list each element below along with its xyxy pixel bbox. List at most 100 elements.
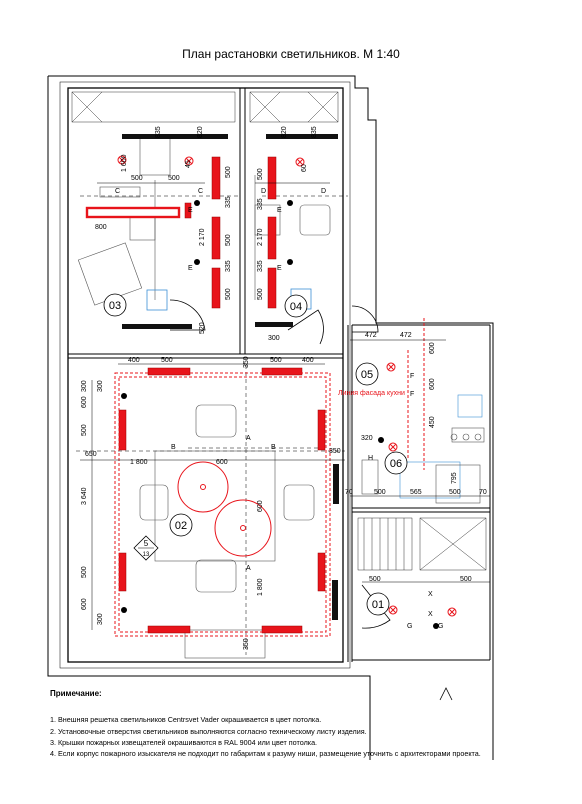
- plan-label: 500: [131, 175, 143, 182]
- plan-label: 500: [168, 175, 180, 182]
- kitchen-equipment: [361, 394, 485, 504]
- plan-label: 500: [225, 166, 232, 178]
- plan-label: E: [277, 265, 282, 272]
- plan-label: 600: [257, 500, 264, 512]
- plan-label: D: [321, 188, 326, 195]
- plan-label: 650: [85, 451, 97, 458]
- plan-label: X: [428, 591, 433, 598]
- plan-label: B: [171, 444, 176, 451]
- plan-label: 300: [81, 380, 88, 392]
- plan-label: 335: [225, 196, 232, 208]
- notes-header: Примечание:: [50, 689, 102, 698]
- plan-label: 400: [128, 357, 140, 364]
- outer-walls: [47, 75, 494, 760]
- plan-label: 13: [143, 552, 150, 558]
- plan-label: 500: [81, 566, 88, 578]
- spot-light-zones: [177, 461, 272, 557]
- wall-bars: [122, 134, 339, 620]
- note-2: 2. Установочные отверстия светильников в…: [50, 726, 367, 736]
- plan-label: 520: [199, 322, 206, 334]
- dimension-texts-vertical: 820 835 1 600 45 500 335 500 335 500 2 1…: [81, 126, 458, 650]
- plan-label: 70: [345, 489, 353, 496]
- plan-label: B: [271, 444, 276, 451]
- room-labels: 03 04 02 05 06 01: [103, 293, 408, 616]
- plan-label: 500: [225, 288, 232, 300]
- plan-label: 05: [361, 369, 373, 381]
- plan-label: E: [277, 207, 282, 214]
- note-1: 1. Внешняя решетка светильников Centrsve…: [50, 715, 322, 725]
- plan-label: 400: [302, 357, 314, 364]
- plan-label: 350: [243, 356, 250, 368]
- room-03-furniture: [77, 134, 331, 306]
- plan-label: 835: [311, 126, 318, 138]
- plan-label: 800: [95, 224, 107, 231]
- dimension-lines: [80, 182, 490, 630]
- plan-label: 500: [270, 357, 282, 364]
- plan-label: 820: [197, 126, 204, 138]
- plan-label: 300: [97, 613, 104, 625]
- section-marker: 5 13: [133, 535, 159, 561]
- plan-label: 600: [429, 378, 436, 390]
- plan-label: 500: [257, 288, 264, 300]
- plan-label: 300: [97, 380, 104, 392]
- plan-label: 5: [144, 539, 149, 548]
- plan-title: План растановки светильников. М 1:40: [182, 47, 400, 61]
- plan-label: G: [438, 623, 443, 630]
- note-3: 3. Крышки пожарных извещателей окрашиваю…: [50, 737, 318, 747]
- plan-label: 472: [400, 332, 412, 339]
- plan-label: 820: [281, 126, 288, 138]
- plan-label: 01: [372, 599, 384, 611]
- note-4: 4. Если корпус пожарного изыскателя не п…: [50, 748, 481, 758]
- plan-label: F: [410, 373, 414, 380]
- plan-label: 795: [451, 472, 458, 484]
- fire-detectors: [117, 155, 457, 617]
- plan-label: 70: [479, 489, 487, 496]
- axis-lines: [76, 195, 348, 655]
- plan-label: 500: [449, 489, 461, 496]
- room-06-label: 06: [384, 451, 408, 475]
- plan-label: A: [246, 435, 251, 442]
- plan-label: 1 800: [130, 459, 148, 466]
- plan-label: 600: [81, 598, 88, 610]
- plan-label: 500: [81, 424, 88, 436]
- plan-label: 500: [225, 234, 232, 246]
- plan-label: G: [407, 623, 412, 630]
- plan-label: H: [368, 455, 373, 462]
- facade-line-label: Линия фасада кухни: [338, 390, 405, 397]
- room-03-label: 03: [103, 293, 127, 317]
- plan-label: 2 170: [199, 228, 206, 246]
- plan-label: 1 600: [121, 154, 128, 172]
- plan-label: A: [246, 565, 251, 572]
- plan-label: 500: [460, 576, 472, 583]
- plan-label: 565: [410, 489, 422, 496]
- plan-label: 350: [243, 638, 250, 650]
- room-02-furniture: [139, 404, 315, 659]
- plan-label: 1 800: [257, 578, 264, 596]
- plan-label: 335: [257, 198, 264, 210]
- plan-label: 600: [81, 396, 88, 408]
- plan-label: 350: [329, 448, 341, 455]
- room-04-label: 04: [284, 294, 308, 318]
- ceiling-outline: [114, 318, 425, 637]
- notes-block: Примечание: 1. Внешняя решетка светильни…: [50, 688, 575, 759]
- plan-label: D: [261, 188, 266, 195]
- switch-points: [121, 200, 439, 629]
- dimension-texts: 500 500 800 400 500 500 400 650 1 800 60…: [85, 175, 487, 583]
- plan-label: 3 640: [81, 487, 88, 505]
- room-02-label: 02: [169, 513, 193, 537]
- hatch-zones: [71, 91, 487, 571]
- plan-label: 06: [390, 458, 402, 470]
- plan-label: E: [188, 265, 193, 272]
- plan-label: 600: [216, 459, 228, 466]
- plan-label: C: [198, 188, 203, 195]
- stair-mark: [439, 687, 453, 701]
- plan-label: 450: [429, 416, 436, 428]
- plan-label: 03: [109, 300, 121, 312]
- linear-lights: [85, 156, 326, 634]
- plan-label: 60: [301, 164, 308, 172]
- plan-label: 04: [290, 301, 302, 313]
- plan-label: E: [188, 207, 193, 214]
- plan-label: 500: [257, 168, 264, 180]
- plan-label: 500: [369, 576, 381, 583]
